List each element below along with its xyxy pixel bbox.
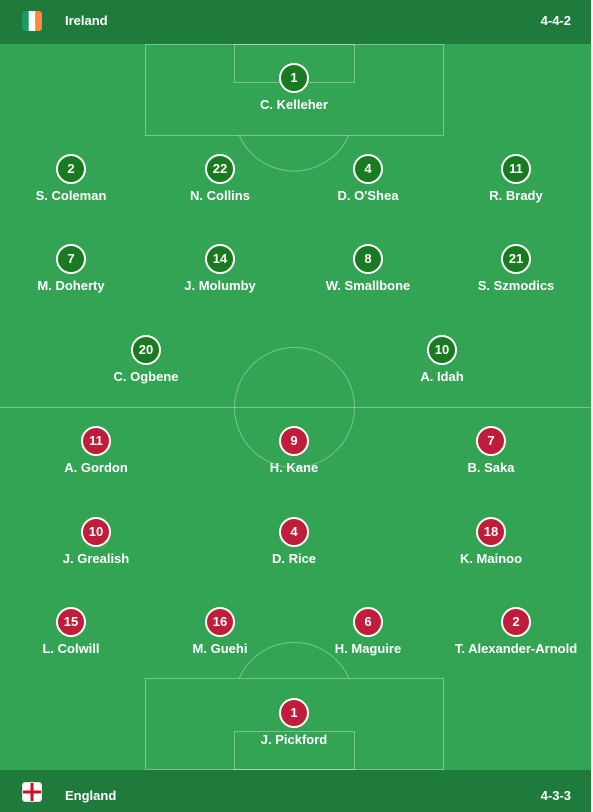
home-team-name: Ireland [65, 13, 108, 28]
player-number: 11 [81, 426, 111, 456]
player-number: 6 [353, 607, 383, 637]
player-number: 2 [501, 607, 531, 637]
player-name: C. Ogbene [113, 369, 179, 384]
player-number: 16 [205, 607, 235, 637]
player-number: 2 [56, 154, 86, 184]
player-number: 22 [205, 154, 235, 184]
player-name: H. Maguire [334, 641, 402, 656]
player-card[interactable]: 8 W. Smallbone [288, 244, 448, 293]
player-number: 7 [476, 426, 506, 456]
player-name: J. Grealish [62, 551, 130, 566]
away-team-name: England [65, 788, 117, 803]
player-number: 21 [501, 244, 531, 274]
player-number: 20 [131, 335, 161, 365]
away-team-bar[interactable]: England 4-3-3 [0, 770, 591, 812]
player-card[interactable]: 11 A. Gordon [16, 426, 176, 475]
away-formation: 4-3-3 [540, 788, 571, 803]
player-card[interactable]: 2 S. Coleman [0, 154, 151, 203]
player-card[interactable]: 11 R. Brady [436, 154, 591, 203]
player-card[interactable]: 6 H. Maguire [288, 607, 448, 656]
home-team-bar[interactable]: Ireland 4-4-2 [0, 0, 591, 44]
player-card[interactable]: 10 A. Idah [362, 335, 522, 384]
player-name: T. Alexander-Arnold [454, 641, 578, 656]
player-card[interactable]: 22 N. Collins [140, 154, 300, 203]
player-card[interactable]: 7 B. Saka [411, 426, 571, 475]
player-name: D. O'Shea [337, 188, 399, 203]
player-card[interactable]: 10 J. Grealish [16, 517, 176, 566]
player-name: N. Collins [190, 188, 250, 203]
player-card[interactable]: 15 L. Colwill [0, 607, 151, 656]
player-card[interactable]: 7 M. Doherty [0, 244, 151, 293]
player-name: K. Mainoo [459, 551, 523, 566]
player-number: 4 [279, 517, 309, 547]
player-card[interactable]: 21 S. Szmodics [436, 244, 591, 293]
player-number: 1 [279, 698, 309, 728]
player-card[interactable]: 4 D. Rice [214, 517, 374, 566]
player-name: R. Brady [489, 188, 543, 203]
player-card[interactable]: 9 H. Kane [214, 426, 374, 475]
player-name: D. Rice [271, 551, 317, 566]
player-card[interactable]: 16 M. Guehi [140, 607, 300, 656]
player-number: 10 [427, 335, 457, 365]
player-name: A. Idah [420, 369, 464, 384]
england-flag-icon [22, 782, 42, 802]
player-card[interactable]: 1 C. Kelleher [214, 63, 374, 112]
pitch-lines [0, 44, 591, 770]
player-name: C. Kelleher [260, 97, 328, 112]
player-number: 11 [501, 154, 531, 184]
player-name: W. Smallbone [325, 278, 411, 293]
player-name: S. Coleman [35, 188, 107, 203]
player-number: 15 [56, 607, 86, 637]
pitch: 1 C. Kelleher 2 S. Coleman 22 N. Collins… [0, 44, 591, 770]
player-name: H. Kane [269, 460, 319, 475]
player-number: 4 [353, 154, 383, 184]
player-number: 10 [81, 517, 111, 547]
player-number: 14 [205, 244, 235, 274]
player-name: L. Colwill [42, 641, 100, 656]
player-number: 8 [353, 244, 383, 274]
player-number: 9 [279, 426, 309, 456]
home-formation: 4-4-2 [540, 13, 571, 28]
player-name: B. Saka [467, 460, 515, 475]
player-card[interactable]: 18 K. Mainoo [411, 517, 571, 566]
ireland-flag-icon [22, 11, 42, 31]
player-card[interactable]: 14 J. Molumby [140, 244, 300, 293]
player-name: M. Doherty [37, 278, 105, 293]
player-card[interactable]: 4 D. O'Shea [288, 154, 448, 203]
player-name: J. Molumby [184, 278, 256, 293]
player-number: 18 [476, 517, 506, 547]
player-name: A. Gordon [64, 460, 128, 475]
player-card[interactable]: 2 T. Alexander-Arnold [436, 607, 591, 656]
player-name: M. Guehi [192, 641, 248, 656]
player-card[interactable]: 20 C. Ogbene [66, 335, 226, 384]
player-number: 1 [279, 63, 309, 93]
player-card[interactable]: 1 J. Pickford [214, 698, 374, 747]
player-name: S. Szmodics [477, 278, 555, 293]
player-name: J. Pickford [260, 732, 328, 747]
player-number: 7 [56, 244, 86, 274]
